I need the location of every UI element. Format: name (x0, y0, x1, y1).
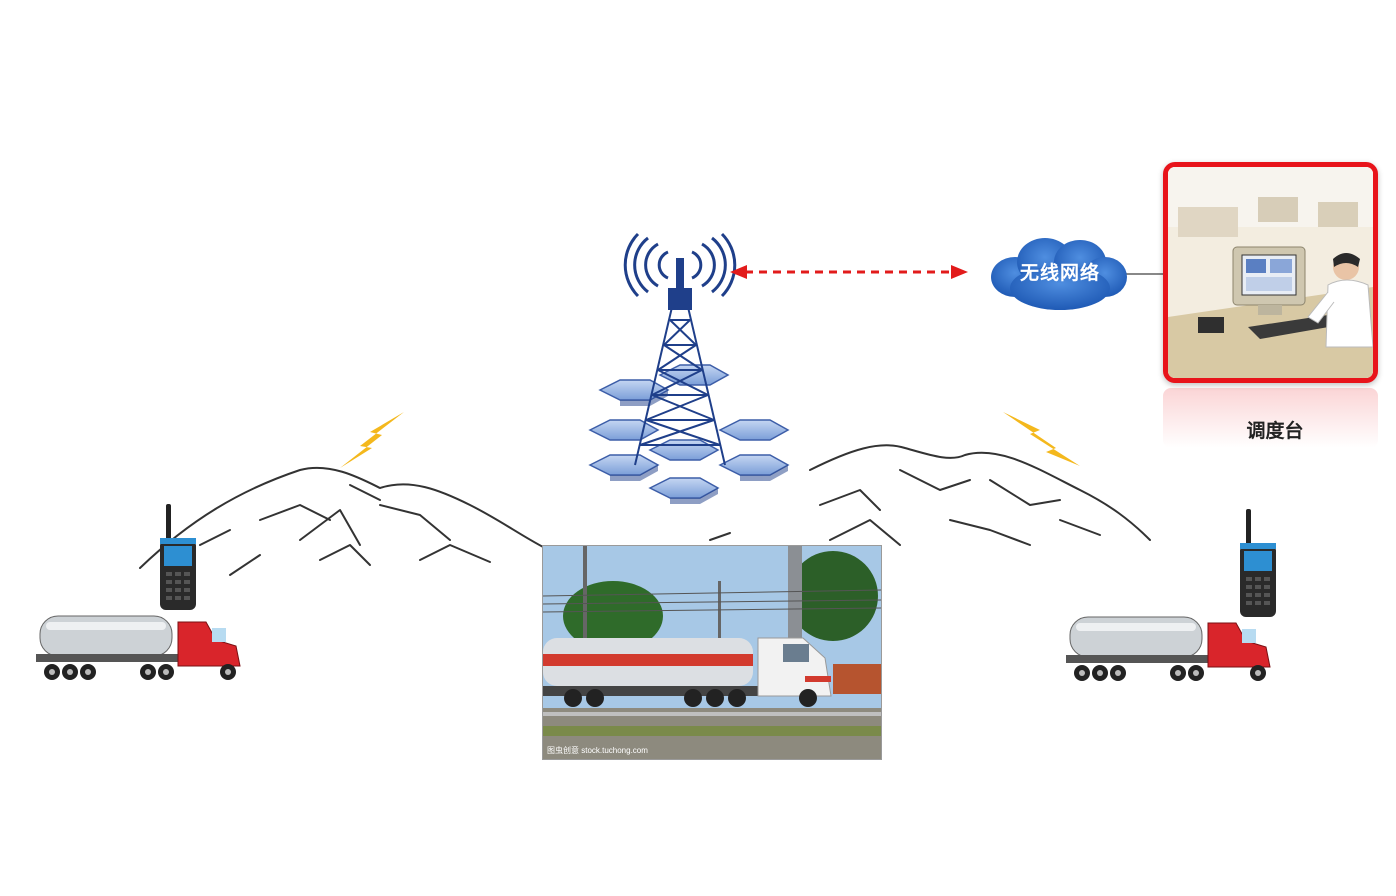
dispatch-operator-picture (1168, 167, 1373, 378)
truck-icon (36, 615, 241, 680)
dispatch-label: 调度台 (1246, 420, 1304, 442)
radio-tower-icon (634, 289, 726, 466)
tanker-truck-right (1066, 509, 1276, 681)
lightning-icon (340, 412, 404, 468)
tanker-truck-photo: 图虫创意 stock.tuchong.com (542, 545, 882, 760)
radio-waves-icon (623, 232, 737, 298)
network-label: 无线网络 (1019, 262, 1100, 284)
truck-icon (1066, 616, 1271, 681)
walkie-talkie-icon (1240, 509, 1276, 617)
dispatch-console-frame (1163, 162, 1378, 383)
walkie-talkie-icon (160, 504, 196, 610)
cell-tower-hex-grid (588, 232, 790, 504)
tanker-truck-left (36, 504, 241, 680)
dispatch-reflection (1163, 388, 1378, 448)
cloud-icon (991, 238, 1127, 310)
photo-caption: 图虫创意 stock.tuchong.com (547, 746, 648, 755)
lightning-icon (1003, 412, 1080, 466)
